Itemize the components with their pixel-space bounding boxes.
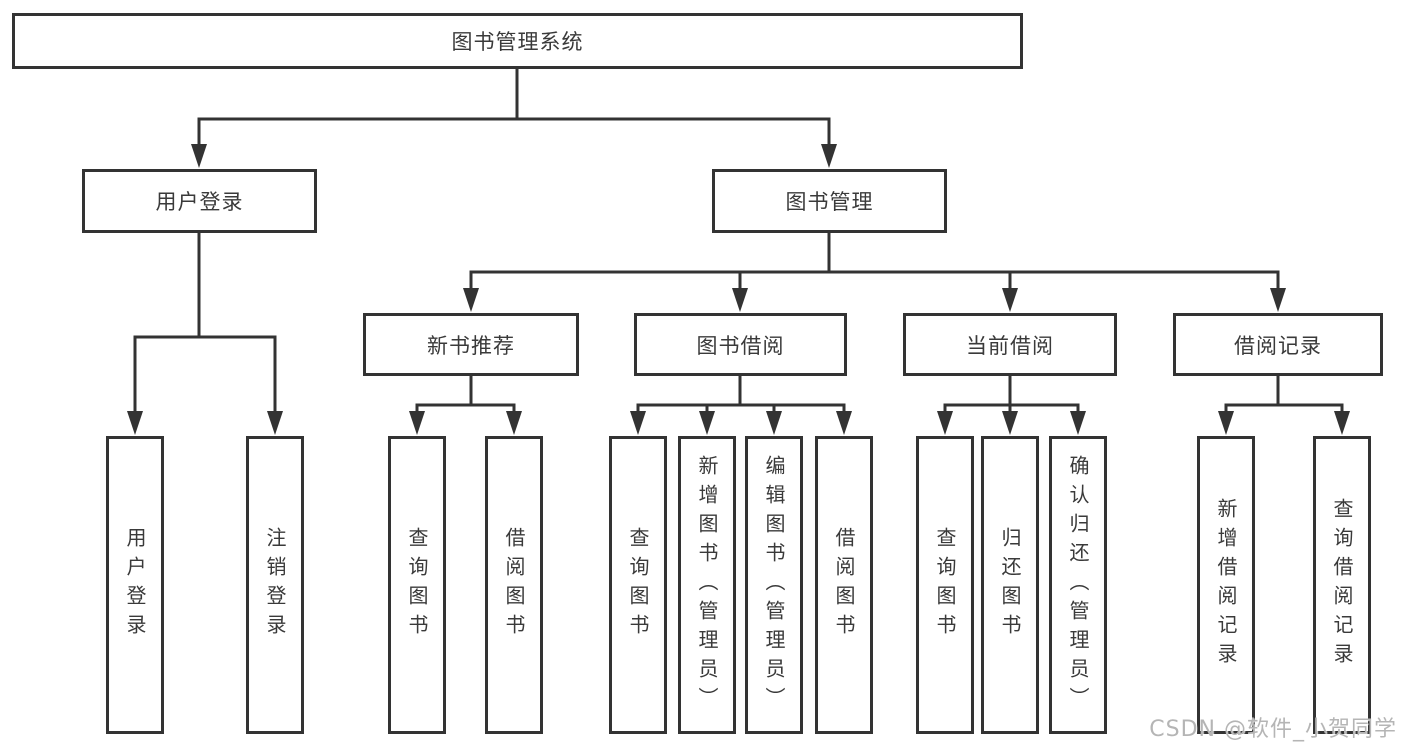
arrowhead-icon — [1070, 411, 1086, 435]
node-label: 注销登录 — [263, 527, 287, 643]
arrowhead-icon — [1218, 411, 1234, 435]
node-label: 查询借阅记录 — [1330, 498, 1354, 672]
arrowhead-icon — [630, 411, 646, 435]
arrowhead-icon — [463, 288, 479, 312]
arrowhead-icon — [1270, 288, 1286, 312]
node-logout: 注销登录 — [246, 436, 304, 734]
node-label: 新增图书（管理员） — [695, 454, 719, 716]
node-label: 新书推荐 — [427, 333, 515, 358]
node-label: 查询图书 — [933, 527, 957, 643]
arrowhead-icon — [836, 411, 852, 435]
node-label: 借阅图书 — [832, 527, 856, 643]
node-label: 图书管理 — [785, 190, 874, 214]
node-label: 确认归还（管理员） — [1066, 454, 1090, 716]
node-label: 当前借阅 — [966, 333, 1054, 358]
node-label: 归还图书 — [998, 527, 1022, 643]
node-book-management: 图书管理 — [712, 169, 947, 233]
arrowhead-icon — [506, 411, 522, 435]
watermark: CSDN @软件_小贺同学 — [1149, 717, 1397, 742]
arrowhead-icon — [1002, 411, 1018, 435]
node-label: 用户登录 — [155, 190, 244, 214]
node-label: 新增借阅记录 — [1214, 498, 1238, 672]
node-label: 图书管理系统 — [451, 30, 584, 54]
arrowhead-icon — [766, 411, 782, 435]
node-current-borrowing: 当前借阅 — [903, 313, 1117, 376]
node-label: 查询图书 — [626, 527, 650, 643]
node-book-borrowing: 图书借阅 — [634, 313, 847, 376]
node-borrowing-records: 借阅记录 — [1173, 313, 1383, 376]
node-borrow-books-borrowing: 借阅图书 — [815, 436, 873, 734]
node-query-books-current: 查询图书 — [916, 436, 974, 734]
node-query-borrow-record: 查询借阅记录 — [1313, 436, 1371, 734]
node-label: 图书借阅 — [696, 333, 785, 358]
node-query-books-recommend: 查询图书 — [388, 436, 446, 734]
node-label: 查询图书 — [405, 527, 429, 643]
arrowhead-icon — [267, 411, 283, 435]
arrowhead-icon — [732, 288, 748, 312]
arrowhead-icon — [699, 411, 715, 435]
node-add-books-admin: 新增图书（管理员） — [678, 436, 736, 734]
node-borrow-books-recommend: 借阅图书 — [485, 436, 543, 734]
arrowhead-icon — [127, 411, 143, 435]
node-edit-books-admin: 编辑图书（管理员） — [745, 436, 803, 734]
arrowhead-icon — [821, 144, 837, 168]
arrowhead-icon — [937, 411, 953, 435]
node-user-login-action: 用户登录 — [106, 436, 164, 734]
arrowhead-icon — [191, 144, 207, 168]
node-label: 借阅图书 — [502, 527, 526, 643]
arrowhead-icon — [1334, 411, 1350, 435]
node-book-management-system: 图书管理系统 — [12, 13, 1023, 69]
node-label: 借阅记录 — [1234, 333, 1322, 358]
node-new-book-recommend: 新书推荐 — [363, 313, 579, 376]
node-label: 编辑图书（管理员） — [762, 454, 786, 716]
arrowhead-icon — [1002, 288, 1018, 312]
node-query-books-borrowing: 查询图书 — [609, 436, 667, 734]
node-add-borrow-record: 新增借阅记录 — [1197, 436, 1255, 734]
node-return-books: 归还图书 — [981, 436, 1039, 734]
node-confirm-return-admin: 确认归还（管理员） — [1049, 436, 1107, 734]
arrowhead-icon — [409, 411, 425, 435]
node-label: 用户登录 — [123, 527, 147, 643]
node-user-login: 用户登录 — [82, 169, 317, 233]
